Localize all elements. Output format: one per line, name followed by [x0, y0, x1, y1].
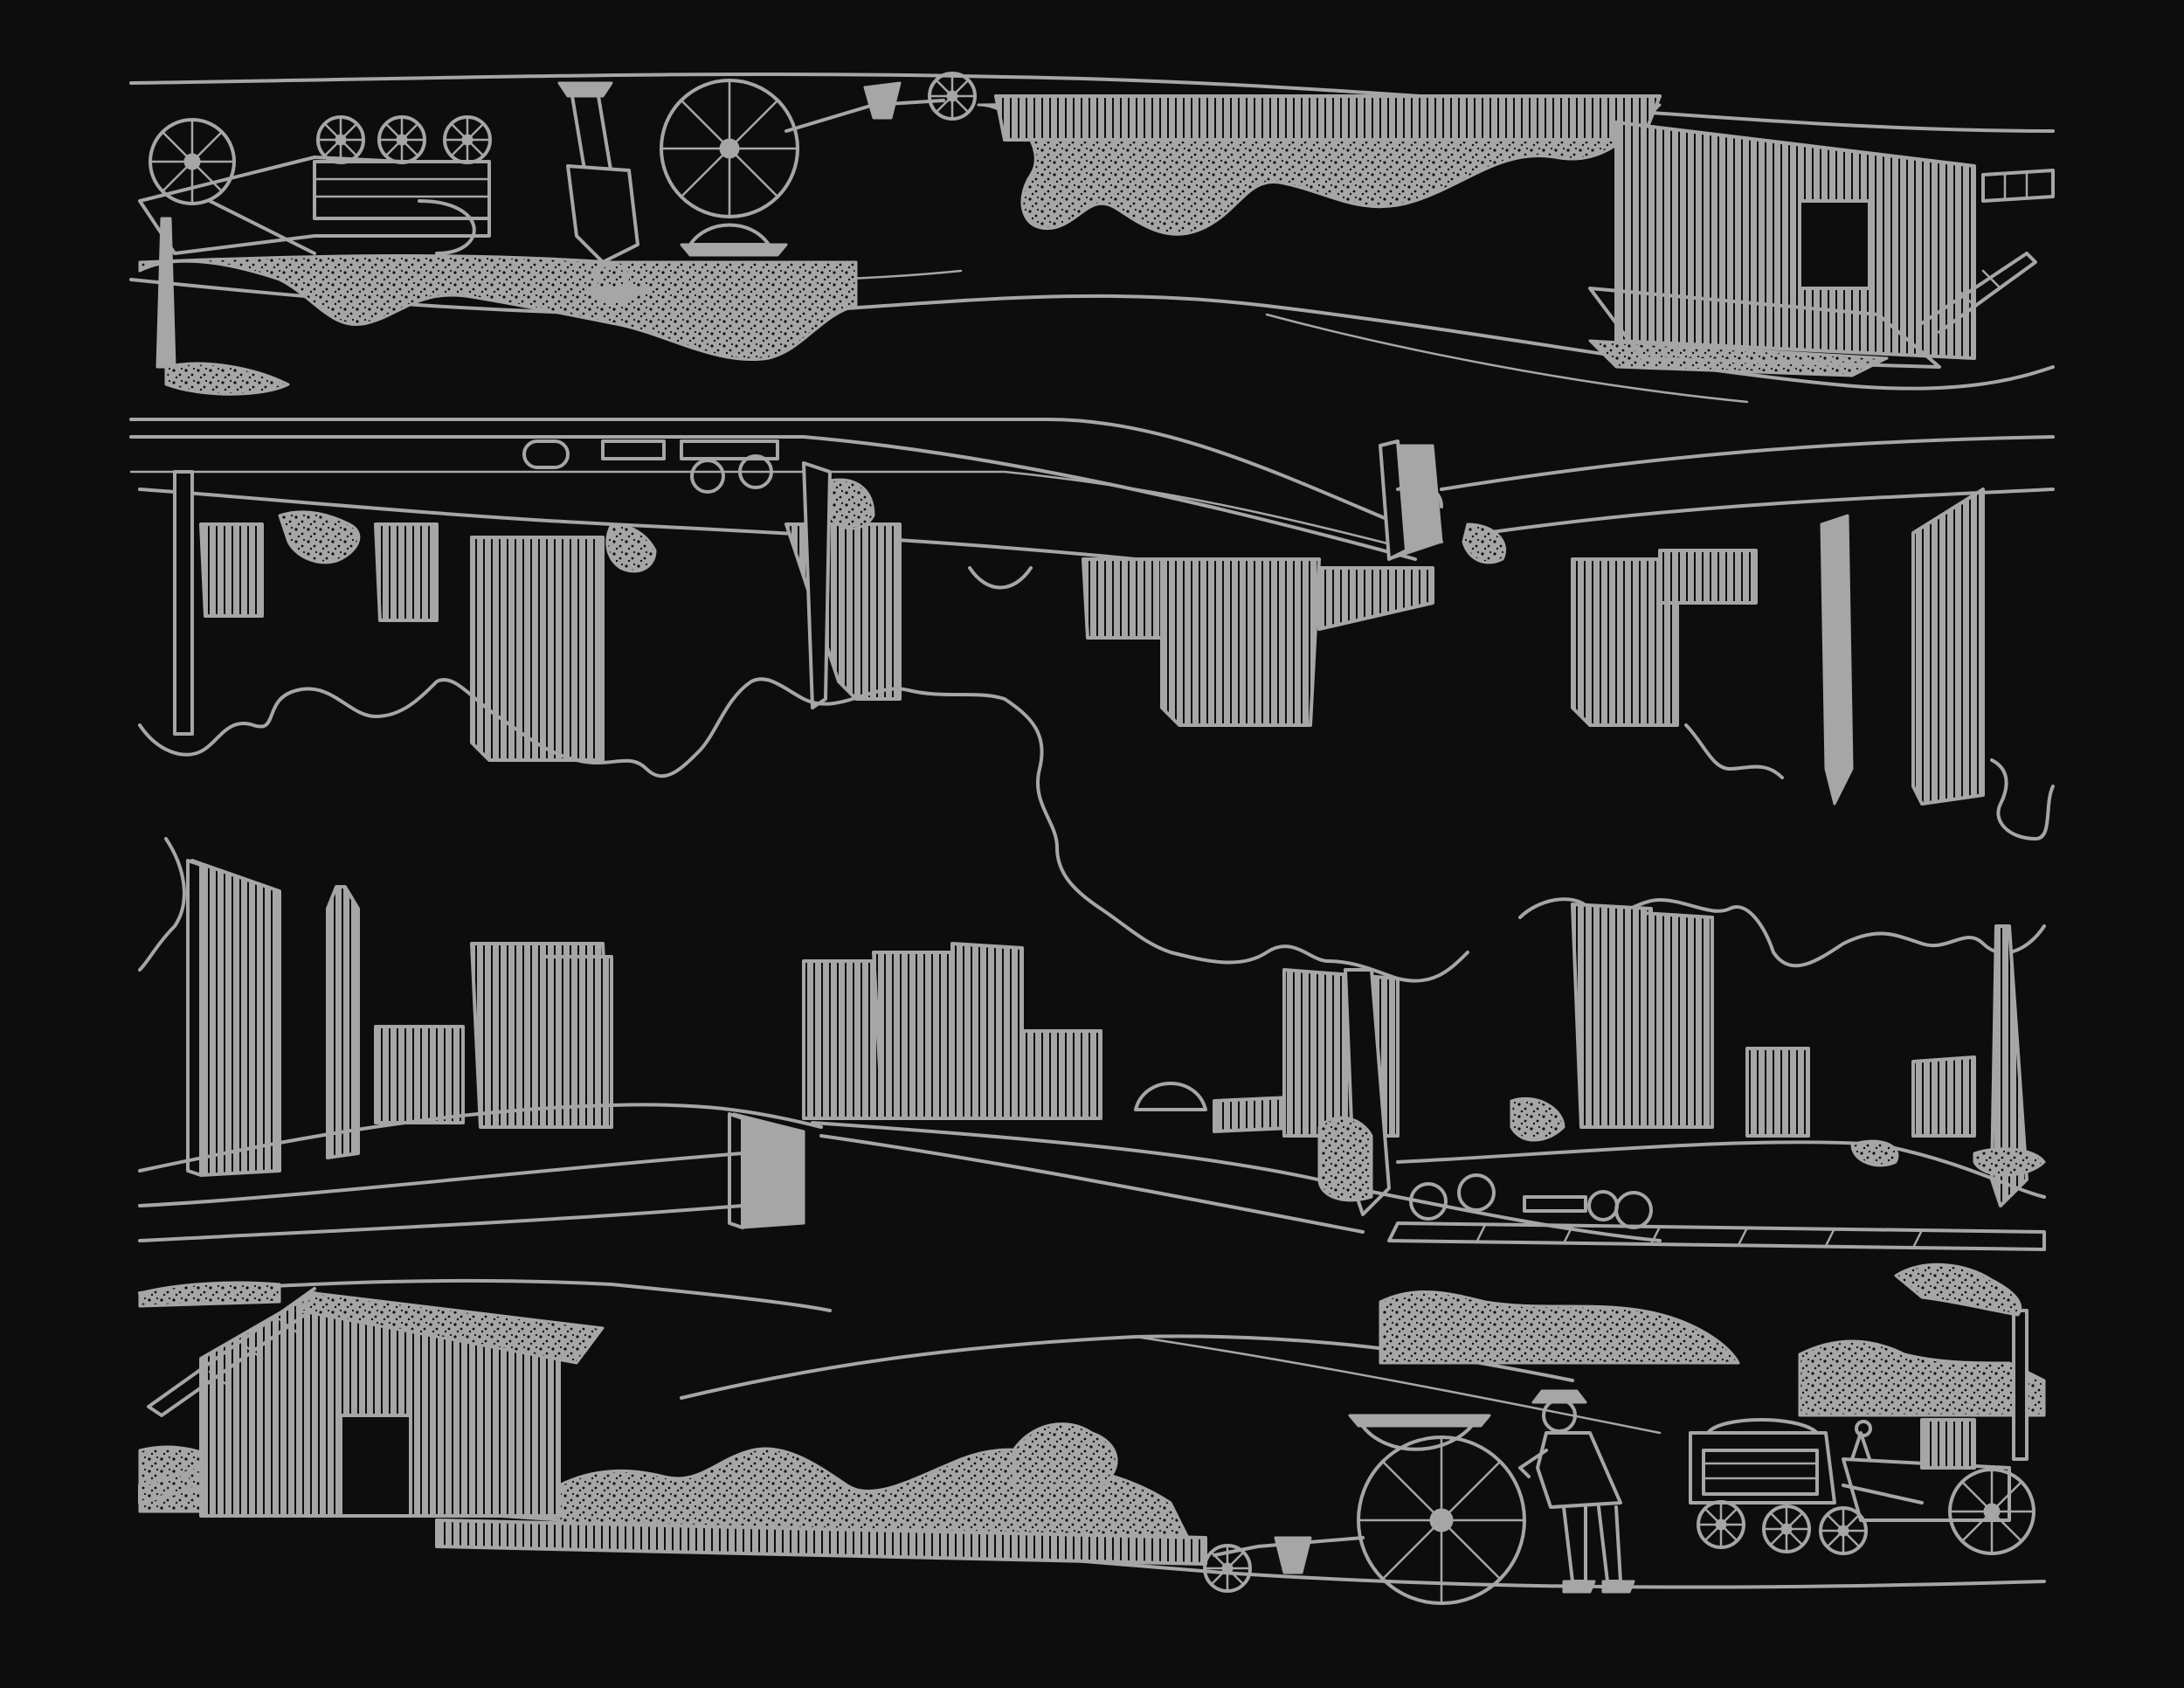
building-block [540, 955, 613, 1129]
top-band-inverted-rural-industrial [129, 72, 2055, 404]
plaza-chairs-and-table [1409, 1173, 1653, 1229]
farmer-figure [1518, 1389, 1635, 1594]
building-tall [1571, 903, 1653, 1129]
inverted-shrub [605, 522, 657, 573]
inverted-bench-row [522, 439, 779, 494]
building-block [1745, 1047, 1810, 1138]
building-tall [1641, 911, 1714, 1129]
road-edge [1396, 1140, 2046, 1199]
inverted-tree-canopy [1990, 758, 2055, 841]
treeline-shrubs [138, 254, 858, 361]
plaza-tiles [1387, 1221, 2046, 1251]
building-tall [950, 942, 1024, 1120]
building-block [1020, 1029, 1102, 1120]
grass-strip [994, 94, 1662, 142]
inverted-shrub [828, 478, 875, 530]
inverted-shrub [1462, 522, 1506, 564]
building-block [1911, 1055, 1976, 1138]
inverted-steam-tractor [138, 115, 492, 255]
upper-band-inverted-city [129, 418, 2055, 983]
road-edge [138, 1152, 744, 1207]
inverted-obelisks-and-columns [173, 461, 1854, 806]
inverted-farmer-figure [557, 81, 648, 303]
hedgerow [1379, 1290, 1740, 1365]
inverted-buildings [199, 439, 1985, 806]
steam-tractor-with-wagon [1689, 1263, 2035, 1555]
park-hedge [1850, 1139, 1899, 1167]
hill-ridge-distant [138, 1281, 281, 1308]
inverted-seed-drill-wheel [660, 72, 977, 257]
barn [138, 1287, 605, 1518]
road-edge [129, 470, 1417, 552]
horizon-line [129, 73, 2055, 133]
freestanding-slab [728, 1112, 744, 1229]
hill-line [129, 278, 2055, 391]
building-slab [186, 859, 203, 1177]
park-hedge [1317, 1116, 1373, 1202]
park-hedge [1973, 1147, 2046, 1177]
inverted-barn [1588, 121, 2055, 377]
inverted-shrub [278, 510, 361, 564]
hill-line [1265, 313, 1749, 404]
road-edge [1440, 435, 2055, 491]
sky-tree-canopy [138, 837, 186, 972]
building-slab [190, 859, 281, 1177]
road-edge [819, 1134, 1365, 1234]
inverted-tree-canopy [138, 677, 1469, 983]
seed-drill-cart [1203, 1414, 1526, 1605]
middle-band-city-skyline [138, 837, 2046, 1251]
hedgerow [1012, 1422, 1118, 1487]
hill-line [1134, 1335, 1662, 1435]
road-edge [129, 435, 1417, 561]
road-edge [138, 1204, 744, 1242]
stone-slab [164, 362, 290, 396]
inverted-tree-canopy [1684, 723, 1784, 779]
building-block [374, 1025, 465, 1124]
park-hedge [1510, 1097, 1565, 1142]
obelisk [1990, 924, 2028, 1207]
hedgerow [1798, 1339, 2046, 1417]
road-edge [138, 1103, 823, 1173]
bottom-band-rural-industrial [138, 1263, 2046, 1605]
building-tall [872, 951, 954, 1120]
inverted-lamp [968, 566, 1033, 590]
dome [1134, 1082, 1207, 1111]
obelisk [326, 885, 360, 1159]
